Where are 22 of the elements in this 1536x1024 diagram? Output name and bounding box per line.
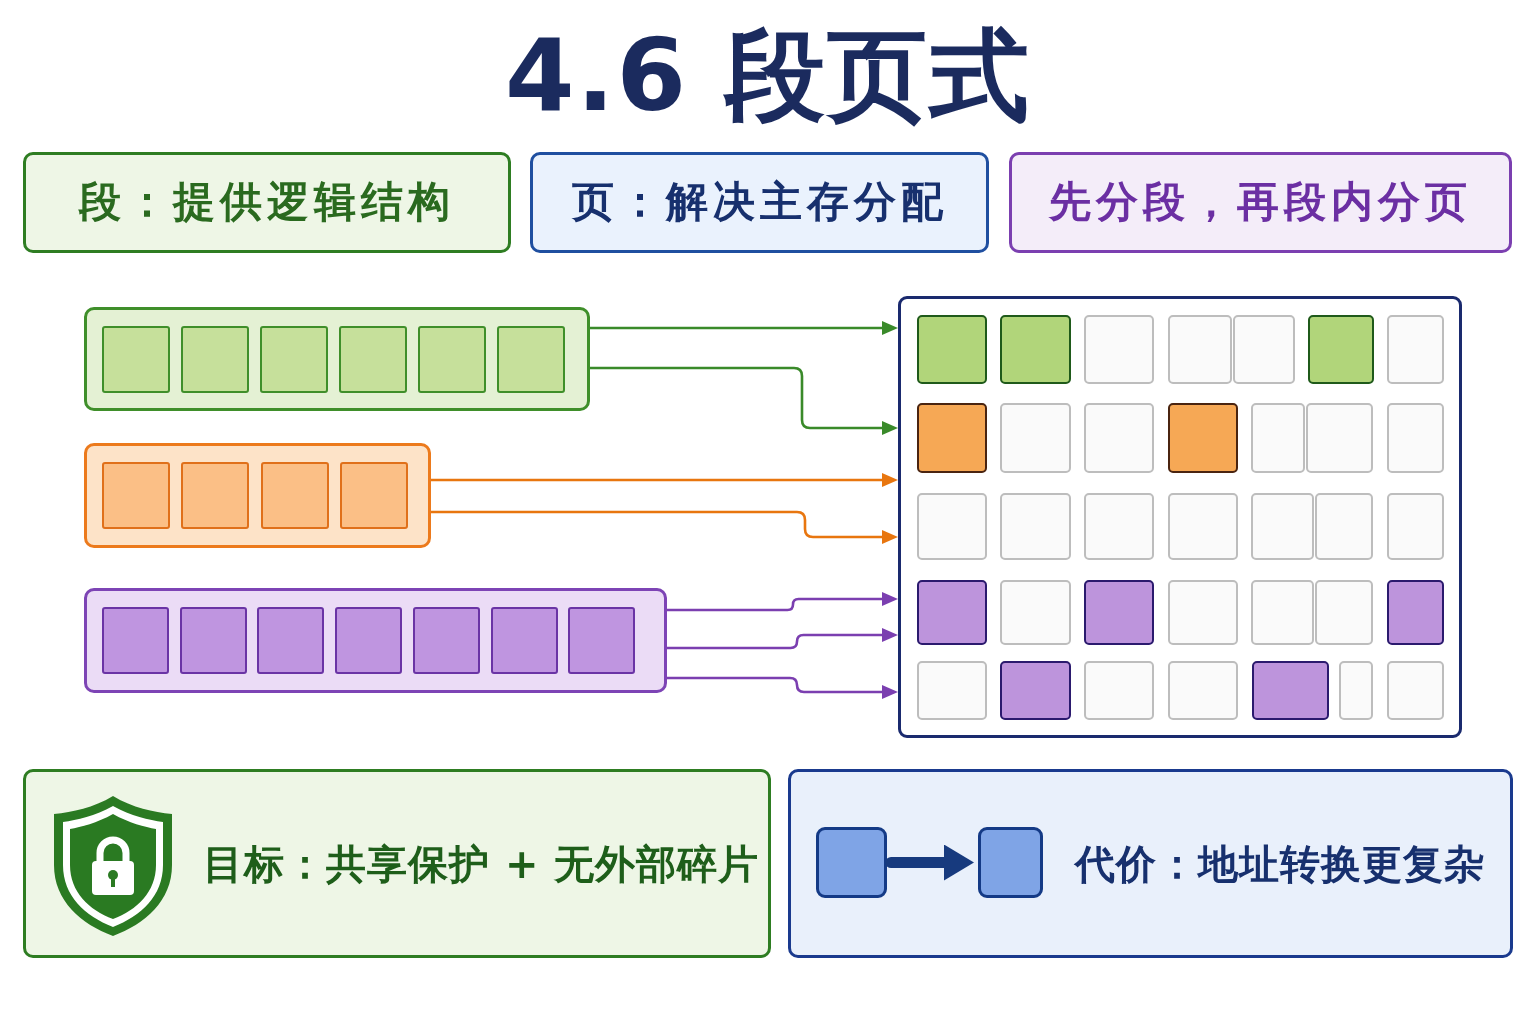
heading-box: 先分段，再段内分页	[1009, 152, 1512, 253]
memory-grid	[898, 296, 1462, 738]
info-panel	[23, 769, 771, 958]
heading-box: 段：提供逻辑结构	[23, 152, 511, 253]
info-panel	[788, 769, 1513, 958]
arrow	[667, 676, 896, 699]
segment-bar	[84, 443, 431, 548]
arrow	[885, 847, 974, 878]
square-block	[978, 827, 1043, 898]
heading-box: 页：解决主存分配	[530, 152, 989, 253]
square-block	[816, 827, 887, 898]
arrow	[667, 628, 896, 650]
panel-text: 目标：共享保护 + 无外部碎片	[203, 839, 760, 888]
arrow	[431, 510, 896, 544]
segment-bar	[84, 307, 590, 411]
arrow	[667, 592, 896, 612]
segment-bar	[84, 588, 667, 693]
arrow	[431, 473, 896, 487]
arrow	[590, 321, 896, 335]
panel-text: 代价：地址转换更复杂	[1075, 839, 1485, 888]
title: 4.6 段页式	[505, 16, 1031, 136]
arrow	[590, 366, 896, 435]
